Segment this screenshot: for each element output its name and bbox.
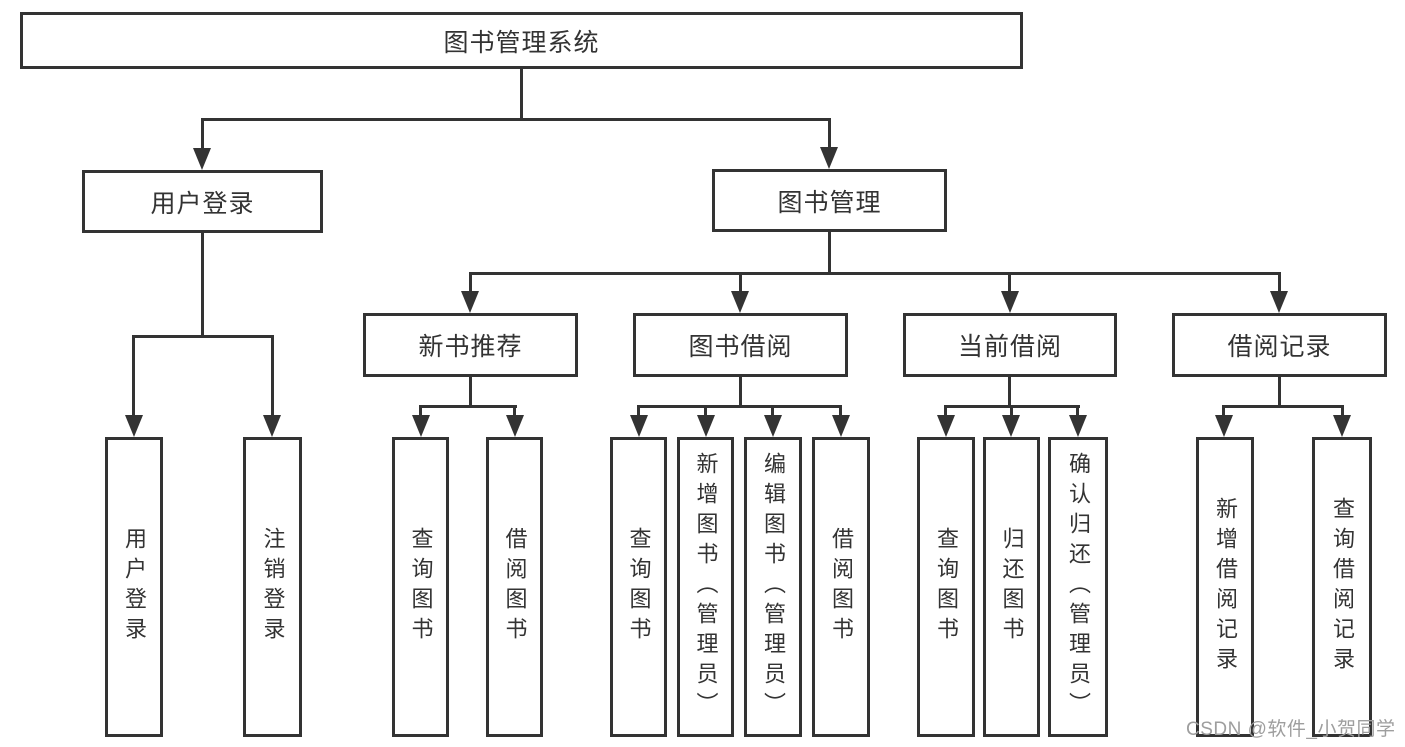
arrowhead-icon xyxy=(193,148,211,170)
connector-line xyxy=(132,337,135,417)
node-current-borrow: 当前借阅 xyxy=(903,313,1117,377)
leaf-add-book-admin-label: 新增图书（管理员） xyxy=(693,452,719,722)
leaf-query-book-3: 查询图书 xyxy=(917,437,975,737)
leaf-edit-book-admin-label: 编辑图书（管理员） xyxy=(761,452,786,722)
connector-line xyxy=(828,232,831,272)
leaf-query-book-1: 查询图书 xyxy=(392,437,449,737)
connector-line xyxy=(201,118,831,121)
arrowhead-icon xyxy=(1215,415,1233,437)
leaf-logout: 注销登录 xyxy=(243,437,302,737)
connector-line xyxy=(704,407,707,417)
connector-line xyxy=(1076,407,1079,417)
node-user-login-label: 用户登录 xyxy=(150,189,255,218)
connector-line xyxy=(1008,274,1011,292)
arrowhead-icon xyxy=(125,415,143,437)
node-user-login: 用户登录 xyxy=(82,170,323,233)
connector-line xyxy=(1278,377,1281,406)
connector-line xyxy=(1278,274,1281,292)
arrowhead-icon xyxy=(697,415,715,437)
leaf-edit-book-admin: 编辑图书（管理员） xyxy=(744,437,802,737)
leaf-query-book-3-label: 查询图书 xyxy=(934,527,959,647)
node-current-borrow-label: 当前借阅 xyxy=(957,333,1062,361)
arrowhead-icon xyxy=(1270,291,1288,313)
connector-line xyxy=(469,377,472,406)
connector-line xyxy=(419,407,422,417)
connector-line xyxy=(271,337,274,417)
leaf-user-login: 用户登录 xyxy=(105,437,163,737)
connector-line xyxy=(201,120,204,150)
arrowhead-icon xyxy=(1333,415,1351,437)
node-root-label: 图书管理系统 xyxy=(443,28,600,57)
connector-line xyxy=(1010,407,1013,417)
connector-line xyxy=(513,407,516,417)
connector-line xyxy=(828,120,831,149)
arrowhead-icon xyxy=(937,415,955,437)
connector-line xyxy=(469,274,472,292)
leaf-confirm-return-admin-label: 确认归还（管理员） xyxy=(1066,452,1091,722)
leaf-query-book-2: 查询图书 xyxy=(610,437,667,737)
leaf-add-borrow-record: 新增借阅记录 xyxy=(1196,437,1254,737)
node-new-book-rec-label: 新书推荐 xyxy=(418,333,523,361)
connector-line xyxy=(771,407,774,417)
node-book-borrow: 图书借阅 xyxy=(633,313,848,377)
connector-line xyxy=(1008,377,1011,406)
node-borrow-record-label: 借阅记录 xyxy=(1227,333,1332,361)
arrowhead-icon xyxy=(1002,415,1020,437)
connector-line xyxy=(201,233,204,335)
arrowhead-icon xyxy=(630,415,648,437)
arrowhead-icon xyxy=(832,415,850,437)
connector-line xyxy=(1222,407,1225,417)
node-root: 图书管理系统 xyxy=(20,12,1023,69)
arrowhead-icon xyxy=(412,415,430,437)
leaf-query-book-2-label: 查询图书 xyxy=(626,527,652,647)
leaf-confirm-return-admin: 确认归还（管理员） xyxy=(1048,437,1108,737)
arrowhead-icon xyxy=(461,291,479,313)
csdn-watermark: CSDN @软件_小贺同学 xyxy=(1186,719,1396,740)
leaf-borrow-book-1-label: 借阅图书 xyxy=(502,527,528,647)
connector-line xyxy=(1341,407,1344,417)
connector-line xyxy=(637,405,842,408)
node-new-book-rec: 新书推荐 xyxy=(363,313,578,377)
leaf-query-borrow-record-label: 查询借阅记录 xyxy=(1330,497,1355,677)
connector-line xyxy=(1222,405,1344,408)
leaf-user-login-label: 用户登录 xyxy=(122,527,147,647)
arrowhead-icon xyxy=(764,415,782,437)
leaf-add-book-admin: 新增图书（管理员） xyxy=(677,437,734,737)
leaf-return-book: 归还图书 xyxy=(983,437,1040,737)
connector-line xyxy=(637,407,640,417)
leaf-query-book-1-label: 查询图书 xyxy=(408,527,434,647)
leaf-borrow-book-2-label: 借阅图书 xyxy=(829,527,854,647)
connector-line xyxy=(419,405,517,408)
connector-line xyxy=(839,407,842,417)
node-book-borrow-label: 图书借阅 xyxy=(688,333,793,361)
arrowhead-icon xyxy=(731,291,749,313)
arrowhead-icon xyxy=(506,415,524,437)
leaf-logout-label: 注销登录 xyxy=(260,527,286,647)
leaf-add-borrow-record-label: 新增借阅记录 xyxy=(1213,497,1238,677)
connector-line xyxy=(944,405,1080,408)
arrowhead-icon xyxy=(820,147,838,169)
connector-line xyxy=(944,407,947,417)
arrowhead-icon xyxy=(263,415,281,437)
leaf-query-borrow-record: 查询借阅记录 xyxy=(1312,437,1372,737)
leaf-return-book-label: 归还图书 xyxy=(999,527,1025,647)
node-book-mgmt-label: 图书管理 xyxy=(777,188,882,217)
connector-line xyxy=(132,335,274,338)
connector-line xyxy=(739,377,742,406)
connector-line xyxy=(739,274,742,292)
connector-line xyxy=(520,69,523,118)
connector-line xyxy=(469,272,1281,275)
leaf-borrow-book-1: 借阅图书 xyxy=(486,437,543,737)
arrowhead-icon xyxy=(1001,291,1019,313)
node-borrow-record: 借阅记录 xyxy=(1172,313,1387,377)
node-book-mgmt: 图书管理 xyxy=(712,169,947,232)
leaf-borrow-book-2: 借阅图书 xyxy=(812,437,870,737)
arrowhead-icon xyxy=(1069,415,1087,437)
